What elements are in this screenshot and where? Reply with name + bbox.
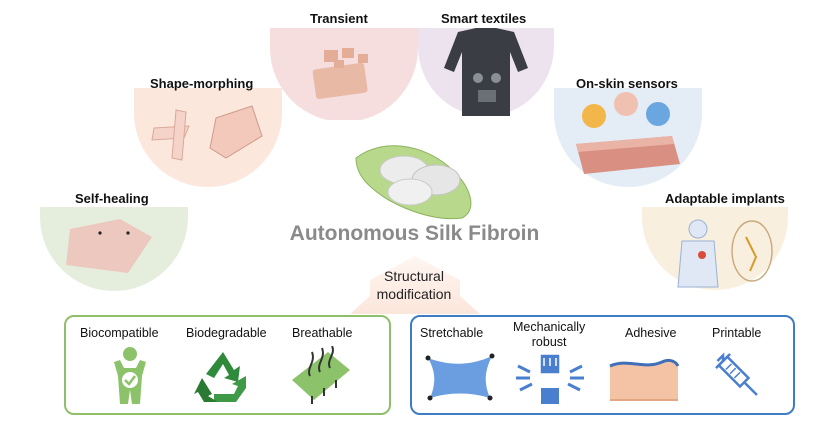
robust-block-icon: [514, 352, 586, 406]
panel-self-healing: [40, 207, 188, 291]
prop-adhesive: Adhesive: [625, 326, 677, 340]
prop-printable: Printable: [712, 326, 762, 340]
label-on-skin-sensors: On-skin sensors: [576, 76, 678, 91]
structural-line1: Structural: [384, 268, 444, 284]
prop-breathable: Breathable: [292, 326, 353, 340]
upward-arrow-icon: [340, 256, 490, 314]
prop-biocompatible: Biocompatible: [80, 326, 159, 340]
adhesive-skin-icon: [606, 356, 682, 406]
mech-line1: Mechanically: [513, 320, 586, 334]
structural-line2: modification: [376, 286, 452, 302]
breathable-fabric-icon: [288, 346, 354, 406]
center-title: Autonomous Silk Fibroin: [289, 222, 540, 245]
structural-modification-text: Structural modification: [354, 267, 474, 303]
label-transient: Transient: [310, 11, 368, 26]
prop-biodegradable: Biodegradable: [186, 326, 267, 340]
implant-figure-illustration: [677, 219, 773, 288]
panel-adaptable-implants: [642, 207, 788, 305]
label-self-healing: Self-healing: [75, 191, 149, 206]
panel-smart-textiles: [418, 28, 554, 120]
silk-cocoon-illustration: [352, 136, 480, 222]
recycle-icon: [194, 348, 252, 404]
syringe-printer-icon: [712, 350, 768, 406]
panel-transient: [270, 28, 418, 120]
panel-shape-morphing: [134, 88, 282, 188]
crumbling-film-illustration: [312, 48, 368, 100]
label-shape-morphing: Shape-morphing: [150, 76, 254, 91]
prop-stretchable: Stretchable: [420, 326, 484, 340]
panel-on-skin-sensors: [554, 88, 702, 188]
healing-film-illustration: [66, 219, 152, 273]
prop-mechanically-robust: Mechanically robust: [513, 320, 585, 350]
smart-shirt-illustration: [444, 28, 528, 116]
label-smart-textiles: Smart textiles: [441, 11, 527, 26]
biocompatible-person-icon: [108, 346, 152, 406]
folding-film-illustration: [151, 105, 263, 161]
skin-sensor-illustration: [576, 92, 680, 174]
label-adaptable-implants: Adaptable implants: [665, 191, 785, 206]
stretchable-sheet-icon: [424, 352, 496, 402]
mech-line2: robust: [531, 335, 567, 349]
